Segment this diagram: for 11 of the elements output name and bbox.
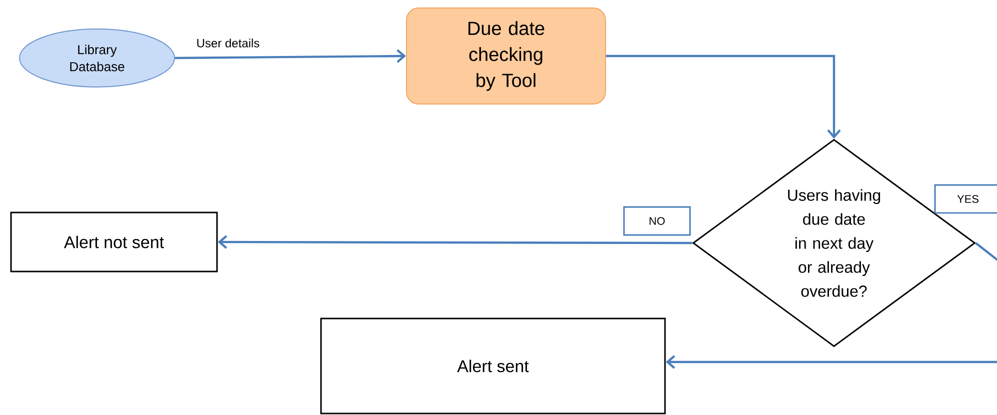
edge-label: NO bbox=[623, 206, 691, 236]
terminal-box: Alert sent bbox=[320, 318, 666, 414]
arrow bbox=[218, 235, 692, 249]
edge-label: YES bbox=[934, 184, 997, 214]
edge-label: User details bbox=[195, 38, 261, 48]
arrow bbox=[666, 242, 997, 369]
terminal-box: Alert not sent bbox=[10, 212, 218, 272]
ellipse-node: Library Database bbox=[19, 28, 176, 88]
arrow bbox=[175, 49, 406, 63]
process-box: Due date checking by Tool bbox=[406, 8, 606, 104]
arrow bbox=[606, 54, 841, 139]
